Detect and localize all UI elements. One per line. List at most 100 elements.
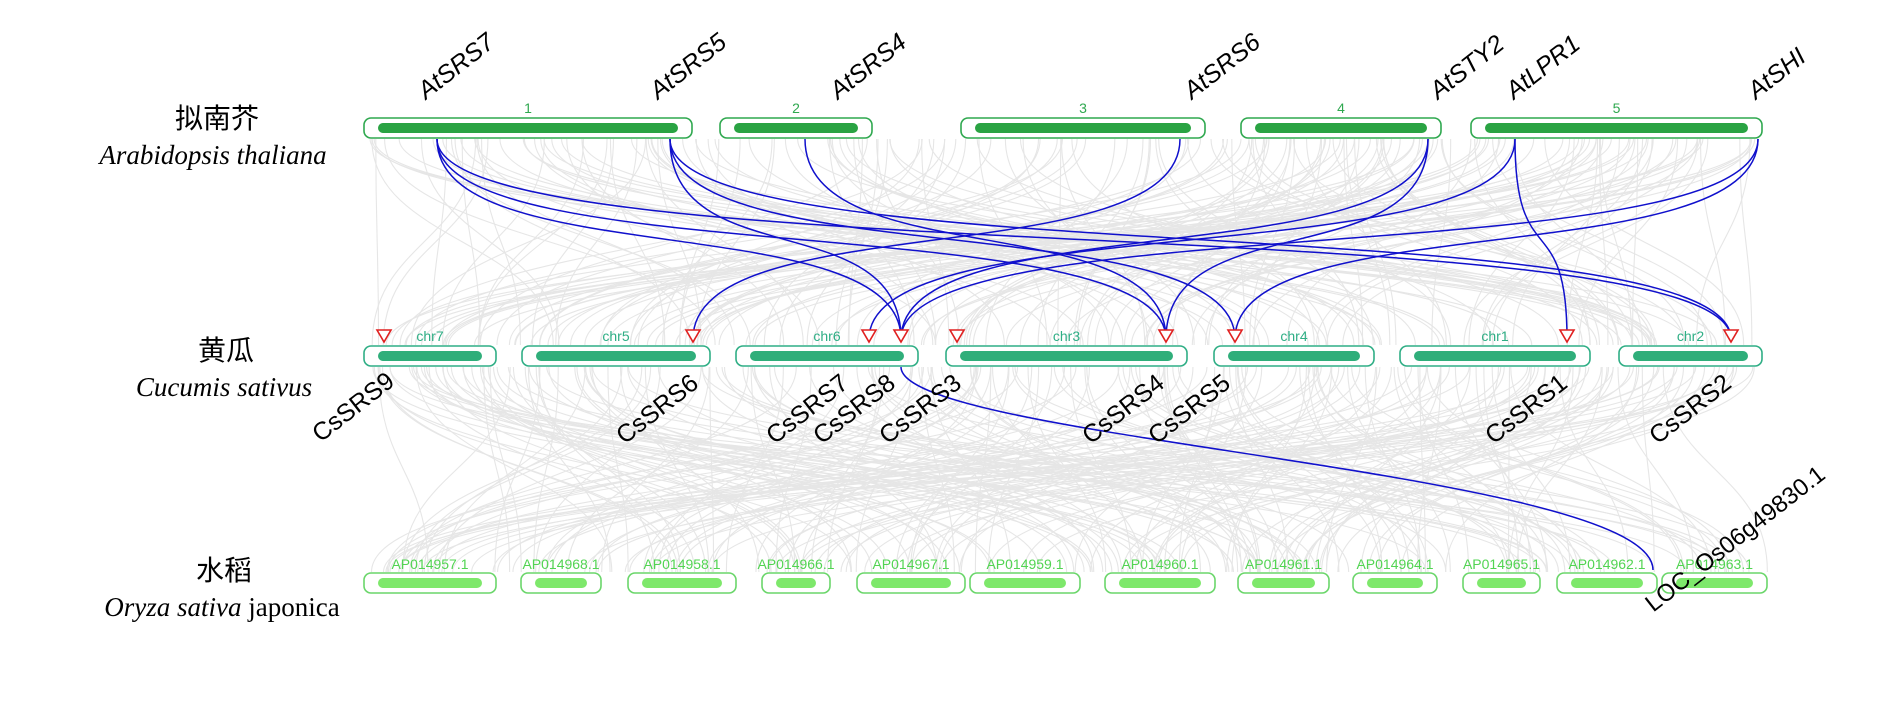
chromosome-bar bbox=[642, 578, 722, 588]
gene-link-atlpr1-cssrs1 bbox=[1514, 138, 1568, 340]
chromosome-bar bbox=[535, 578, 587, 588]
chromosome-cs-chr7: chr7 bbox=[363, 328, 497, 367]
gene-link-atsrs5-cssrs5 bbox=[669, 138, 1236, 340]
gene-label-atshi: AtSHI bbox=[1741, 42, 1811, 106]
chromosome-bar bbox=[378, 578, 482, 588]
chromosome-os-ap014959-1: AP014959.1 bbox=[969, 556, 1081, 594]
gene-marker-cssrs8 bbox=[892, 329, 910, 344]
chromosome-label: 3 bbox=[1079, 100, 1087, 116]
chromosome-cs-chr3: chr3 bbox=[945, 328, 1188, 367]
chromosome-cs-chr6: chr6 bbox=[735, 328, 919, 367]
chromosome-label: AP014961.1 bbox=[1245, 556, 1322, 572]
chromosome-label: AP014959.1 bbox=[986, 556, 1063, 572]
chromosome-at-3: 3 bbox=[960, 100, 1206, 139]
chromosome-label: AP014966.1 bbox=[757, 556, 834, 572]
species-name-latin-rice: Oryza sativa japonica bbox=[104, 592, 339, 622]
gene-marker-cssrs1 bbox=[1558, 329, 1576, 344]
chromosome-os-ap014960-1: AP014960.1 bbox=[1104, 556, 1216, 594]
chromosome-label: AP014958.1 bbox=[643, 556, 720, 572]
chromosome-bar bbox=[1255, 123, 1427, 133]
gene-link-atshi-cssrs8 bbox=[900, 138, 1759, 340]
gene-label-rice-loc-os06g49830-1: LOC_Os06g49830.1 bbox=[1640, 461, 1830, 618]
chromosome-label: AP014962.1 bbox=[1568, 556, 1645, 572]
species-latin-rice-italic: Oryza sativa bbox=[104, 592, 241, 622]
gene-marker-cssrs6 bbox=[684, 329, 702, 344]
chromosome-os-ap014962-1: AP014962.1 bbox=[1556, 556, 1658, 594]
srs-gene-links bbox=[436, 138, 1759, 571]
gene-marker-cssrs7 bbox=[860, 329, 878, 344]
chromosome-label: chr1 bbox=[1481, 328, 1508, 344]
chromosome-bar bbox=[1485, 123, 1748, 133]
chromosome-bar bbox=[734, 123, 858, 133]
gene-link-cssrs8-loc-os06g49830-1 bbox=[900, 366, 1654, 571]
chromosome-bar bbox=[984, 578, 1066, 588]
chromosome-label: 1 bbox=[524, 100, 532, 116]
chromosome-bar bbox=[960, 351, 1173, 361]
gene-link-atlpr1-cssrs7 bbox=[868, 138, 1516, 340]
gene-markers bbox=[375, 329, 1740, 344]
species-name-chinese-arabidopsis: 拟南芥 bbox=[175, 102, 259, 135]
chromosome-os-ap014964-1: AP014964.1 bbox=[1352, 556, 1438, 594]
gene-link-atsrs7-cssrs2 bbox=[436, 138, 1732, 340]
chromosome-cs-chr2: chr2 bbox=[1618, 328, 1763, 367]
chromosome-cs-chr4: chr4 bbox=[1213, 328, 1375, 367]
gene-link-atsrs6-cssrs6 bbox=[692, 138, 1181, 340]
gene-link-atsrs5-cssrs2 bbox=[669, 138, 1732, 340]
chromosome-bar bbox=[536, 351, 696, 361]
chromosome-bar bbox=[378, 123, 678, 133]
background-collinearity-links bbox=[369, 138, 1768, 573]
gene-label-atsty2: AtSTY2 bbox=[1423, 30, 1510, 106]
species-name-chinese-cucumber: 黄瓜 bbox=[198, 334, 254, 367]
chromosome-bar bbox=[1571, 578, 1643, 588]
gene-link-atsty2-cssrs4 bbox=[1165, 138, 1429, 340]
chromosome-bar bbox=[1676, 578, 1753, 588]
gene-label-atsrs7: AtSRS7 bbox=[411, 27, 501, 106]
gene-link-atsrs4-cssrs4 bbox=[804, 138, 1167, 340]
gene-link-atsrs5-cssrs8 bbox=[669, 138, 902, 340]
chromosome-bar bbox=[1252, 578, 1315, 588]
chromosome-label: 5 bbox=[1613, 100, 1621, 116]
chromosome-label: 2 bbox=[792, 100, 800, 116]
gene-link-atsrs7-cssrs4 bbox=[436, 138, 1167, 340]
chromosome-at-2: 2 bbox=[719, 100, 873, 139]
chromosome-bar bbox=[1633, 351, 1748, 361]
gene-link-atsrs7-cssrs8 bbox=[436, 138, 902, 340]
gene-label-atsrs5: AtSRS5 bbox=[643, 28, 732, 106]
chromosome-label: chr2 bbox=[1677, 328, 1704, 344]
chromosome-bar bbox=[1367, 578, 1423, 588]
chromosome-bar bbox=[975, 123, 1191, 133]
chromosome-os-ap014967-1: AP014967.1 bbox=[856, 556, 966, 594]
chromosome-bar bbox=[378, 351, 482, 361]
gene-link-atsty2-cssrs8 bbox=[900, 138, 1429, 340]
chromosome-os-ap014961-1: AP014961.1 bbox=[1237, 556, 1330, 594]
chromosome-label: AP014964.1 bbox=[1356, 556, 1433, 572]
species-name-latin-cucumber: Cucumis sativus bbox=[136, 372, 312, 402]
gene-label-atlpr1: AtLPR1 bbox=[1499, 30, 1586, 106]
chromosome-os-ap014958-1: AP014958.1 bbox=[627, 556, 737, 594]
chromosome-label: AP014957.1 bbox=[391, 556, 468, 572]
chromosome-bar bbox=[1414, 351, 1576, 361]
chromosome-label: AP014968.1 bbox=[522, 556, 599, 572]
species-latin-rice-variety: japonica bbox=[242, 592, 340, 622]
gene-marker-cssrs3 bbox=[948, 329, 966, 344]
chromosome-os-ap014968-1: AP014968.1 bbox=[520, 556, 602, 594]
chromosome-label: 4 bbox=[1337, 100, 1345, 116]
chromosome-label: chr6 bbox=[813, 328, 840, 344]
chromosome-label: chr5 bbox=[602, 328, 629, 344]
gene-marker-cssrs4 bbox=[1157, 329, 1175, 344]
chromosome-label: chr3 bbox=[1053, 328, 1080, 344]
chromosome-bar bbox=[1477, 578, 1526, 588]
chromosome-at-1: 1 bbox=[363, 100, 693, 139]
chromosome-os-ap014966-1: AP014966.1 bbox=[757, 556, 835, 594]
chromosome-bar bbox=[750, 351, 904, 361]
chromosome-at-4: 4 bbox=[1240, 100, 1442, 139]
chromosome-label: chr7 bbox=[416, 328, 443, 344]
chromosome-label: AP014960.1 bbox=[1121, 556, 1198, 572]
chromosome-os-ap014957-1: AP014957.1 bbox=[363, 556, 497, 594]
chromosome-bar bbox=[871, 578, 951, 588]
chromosome-bar bbox=[1228, 351, 1360, 361]
chromosome-bar bbox=[776, 578, 816, 588]
gene-marker-cssrs2 bbox=[1722, 329, 1740, 344]
chromosome-cs-chr1: chr1 bbox=[1399, 328, 1591, 367]
chromosome-label: AP014963.1 bbox=[1676, 556, 1753, 572]
